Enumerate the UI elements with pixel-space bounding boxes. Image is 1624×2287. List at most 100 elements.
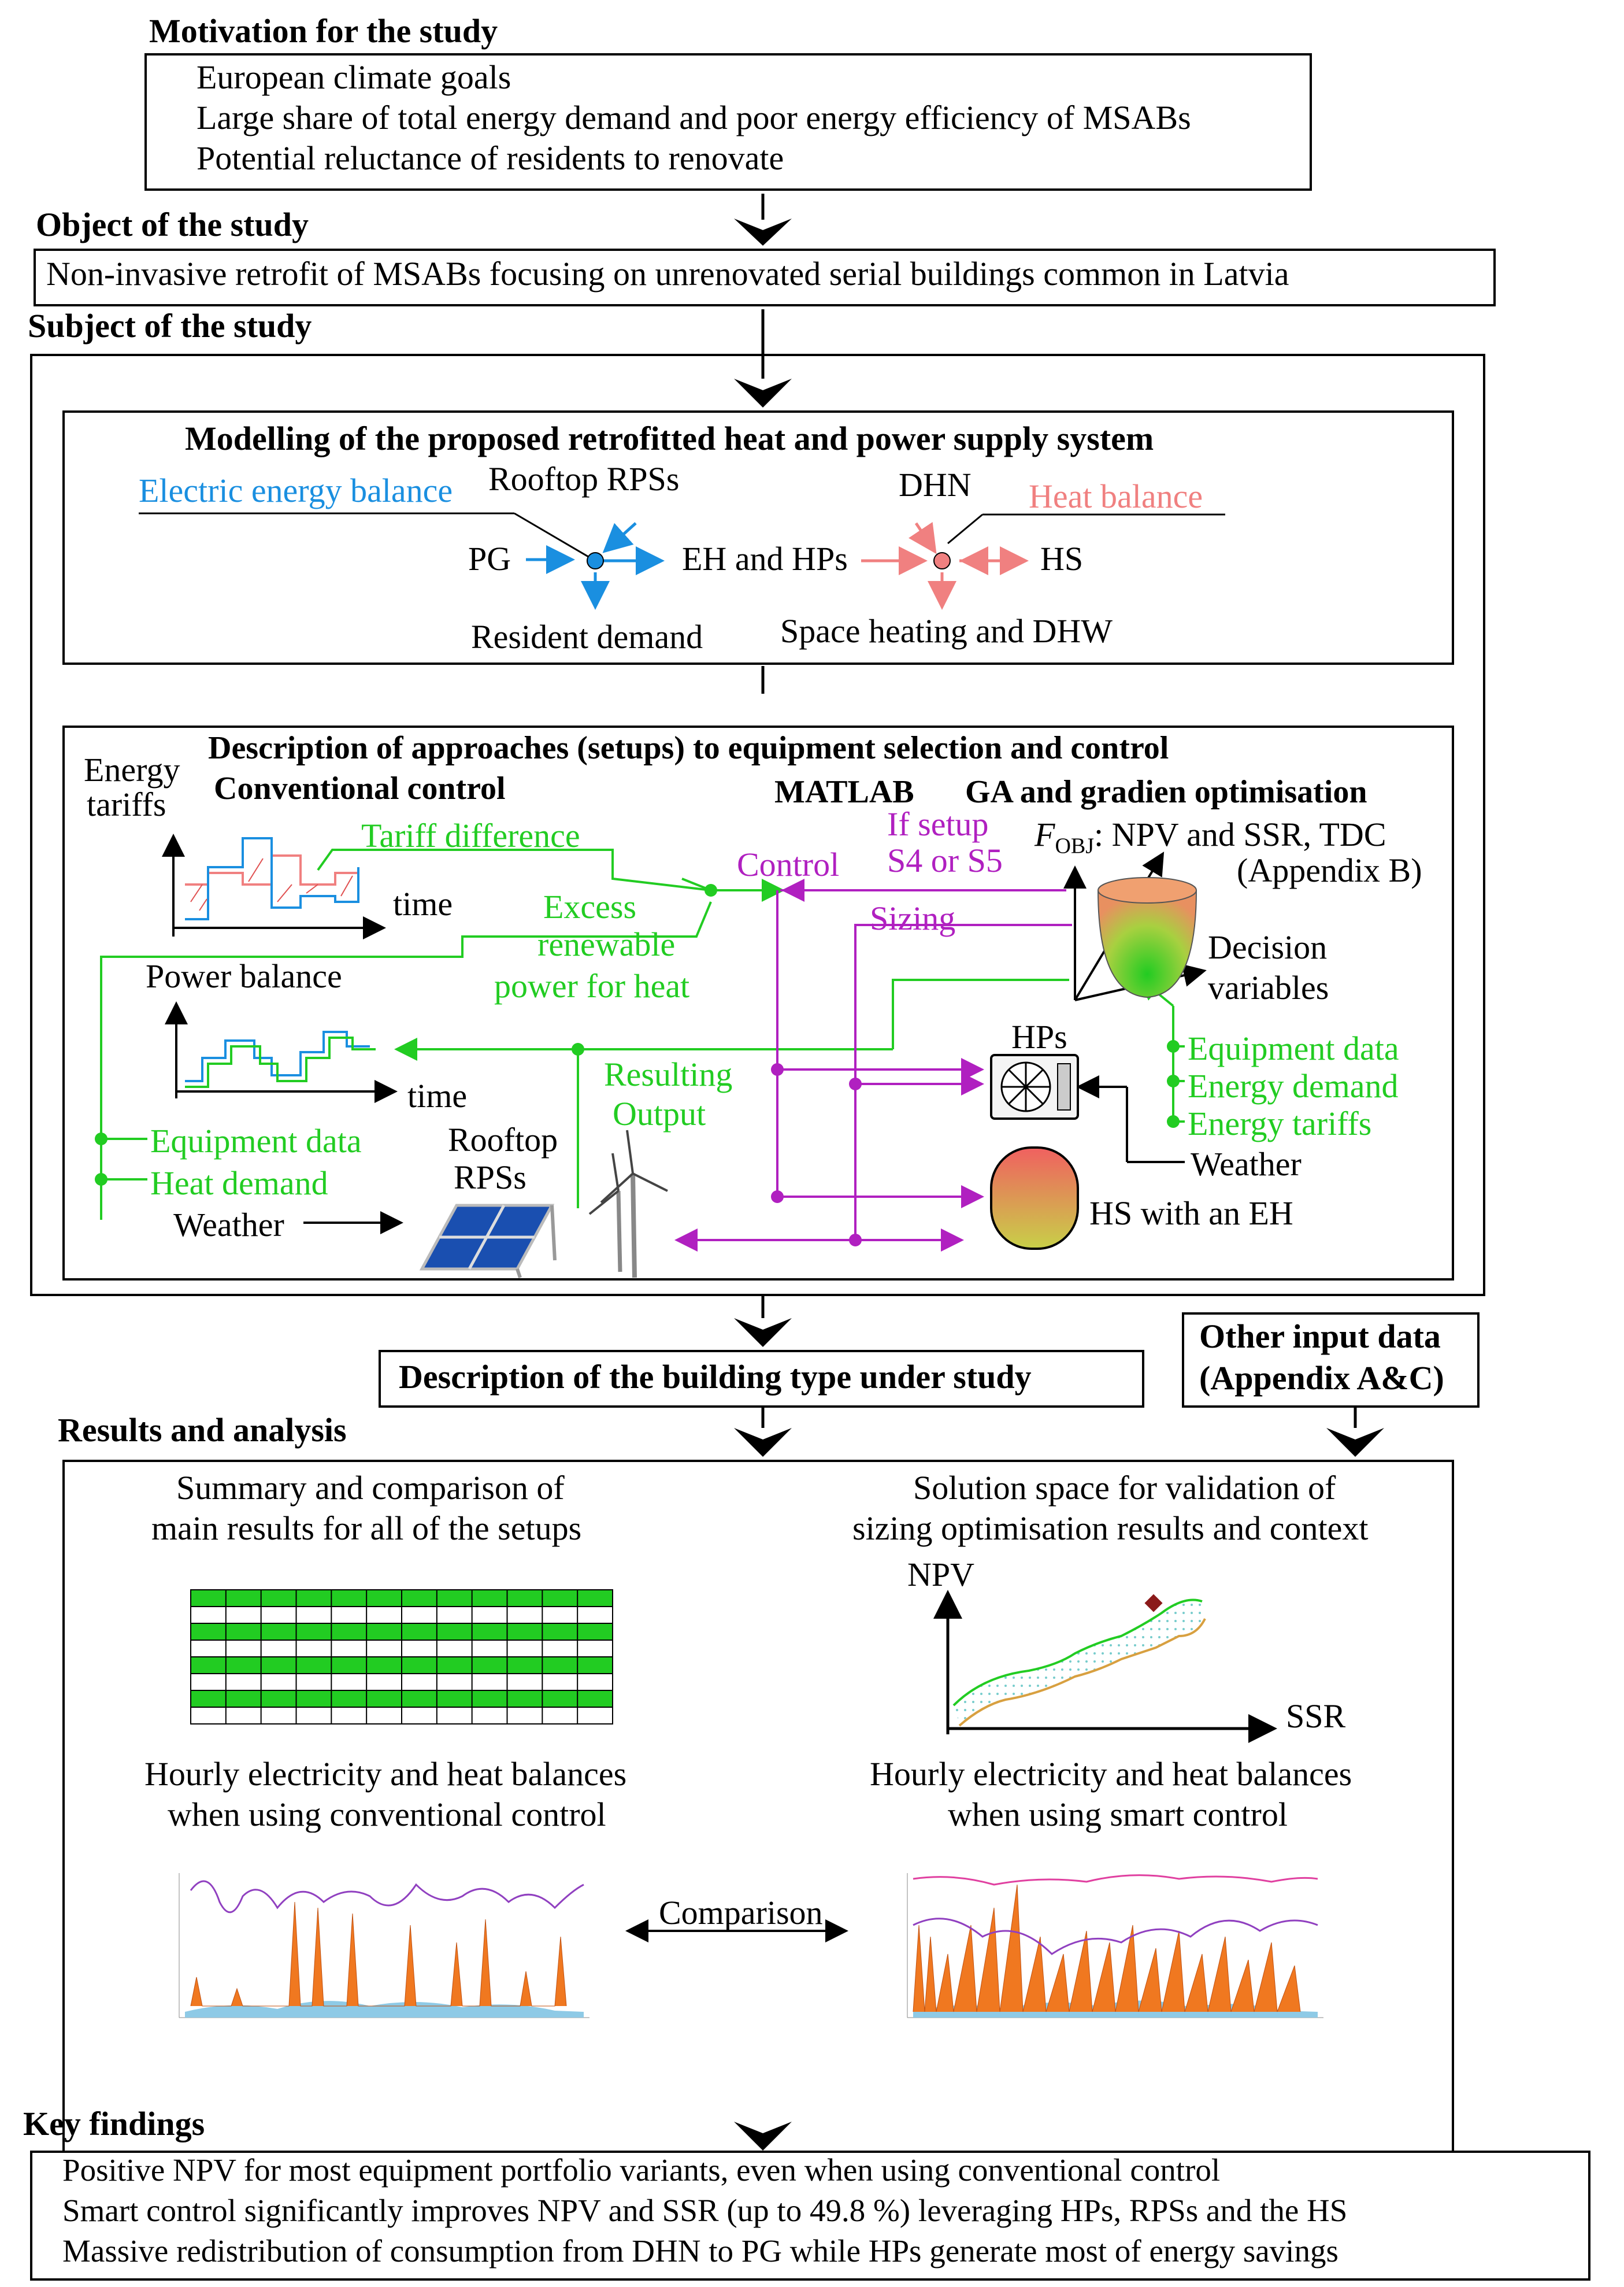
arrow-down-icon [734, 194, 792, 246]
right-weather-label: Weather [1191, 1145, 1302, 1183]
hps-label: HPs [1011, 1018, 1067, 1056]
conventional-chart [150, 1833, 624, 2023]
approaches-box [62, 726, 1454, 1281]
time-label-2: time [407, 1077, 468, 1115]
modelling-diagram [139, 194, 1225, 694]
arrow-down-icon [734, 1408, 792, 1457]
tariff-difference-label: Tariff difference [361, 817, 580, 854]
smart-chart [878, 1833, 1364, 2023]
approaches-diagram [95, 834, 1207, 1278]
key-findings-header: Key findings [23, 2105, 205, 2142]
arrow-key-findings [734, 2122, 792, 2151]
fobj-label: FOBJ: NPV and SSR, TDC [1035, 815, 1386, 859]
hourly-smart-label: Hourly electricity and heat balances [870, 1755, 1352, 1793]
energy-tariffs-label: tariffs [87, 786, 166, 823]
control-label: Control [737, 846, 840, 883]
approaches-title: Description of approaches (setups) to eq… [208, 730, 1169, 766]
hourly-conv-label: when using conventional control [168, 1796, 606, 1833]
fobj-rest: : NPV and SSR, TDC [1094, 816, 1386, 853]
excess-label: renewable [537, 926, 676, 963]
resident-demand-label: Resident demand [471, 618, 703, 656]
resulting-output-label: Output [613, 1095, 706, 1133]
wind-turbine-icon [588, 1130, 668, 1278]
other-input-box [1182, 1312, 1480, 1408]
ssr-label: SSR [1286, 1697, 1346, 1735]
solar-panel-icon [419, 1204, 557, 1278]
electric-node-icon [139, 512, 665, 610]
heat-node-icon [861, 513, 1225, 610]
right-energy-demand-label: Energy demand [1188, 1067, 1399, 1105]
arrow-down-icon [734, 1295, 792, 1347]
rooftop-label: Rooftop [448, 1121, 558, 1159]
matlab-label: MATLAB [774, 774, 914, 810]
time-label: time [393, 885, 453, 923]
hs-eh-label: HS with an EH [1089, 1194, 1293, 1232]
if-setup-label: S4 or S5 [887, 842, 1003, 879]
hourly-smart-label: when using smart control [948, 1796, 1288, 1833]
subject-header: Subject of the study [28, 307, 312, 345]
motivation-header: Motivation for the study [149, 12, 498, 50]
other-input-line1: Other input data [1199, 1318, 1441, 1355]
electric-balance-label: Electric energy balance [139, 472, 453, 509]
object-box [34, 249, 1496, 306]
energy-tariffs-label: Energy [84, 751, 180, 789]
if-setup-label: If setup [887, 805, 989, 843]
tariff-chart [162, 834, 386, 939]
finding-item: Positive NPV for most equipment portfoli… [62, 2152, 1221, 2188]
fobj-f: F [1035, 816, 1055, 853]
finding-item: Smart control significantly improves NPV… [62, 2193, 1348, 2228]
results-header: Results and analysis [58, 1411, 347, 1449]
motivation-item: Large share of total energy demand and p… [196, 99, 1191, 136]
solution-label: Solution space for validation of [913, 1469, 1336, 1507]
space-heating-label: Space heating and DHW [780, 612, 1113, 650]
solution-space-chart [933, 1590, 1277, 1743]
summary-table [190, 1589, 613, 1724]
equipment-data-label: Equipment data [150, 1122, 362, 1160]
decision-label: Decision [1208, 928, 1328, 966]
object-header: Object of the study [36, 206, 309, 243]
building-box [379, 1350, 1144, 1408]
dhn-label: DHN [899, 466, 972, 504]
weather-label: Weather [173, 1206, 284, 1244]
key-findings-box [30, 2151, 1590, 2281]
motivation-item: European climate goals [196, 58, 511, 96]
arrow-down-icon [734, 2122, 792, 2151]
sizing-label: Sizing [870, 900, 956, 937]
building-text: Description of the building type under s… [399, 1358, 1032, 1396]
heat-pump-icon [990, 1054, 1079, 1120]
excess-label: Excess [543, 888, 637, 926]
arrows-mid [734, 1295, 1384, 1457]
resulting-output-label: Resulting [604, 1056, 733, 1093]
motivation-box [144, 53, 1312, 191]
fobj-sub: OBJ [1055, 834, 1095, 858]
heat-balance-label: Heat balance [1029, 478, 1203, 515]
conventional-title: Conventional control [214, 771, 506, 806]
modelling-title: Modelling of the proposed retrofitted he… [185, 420, 1154, 457]
decision-label: variables [1208, 969, 1329, 1006]
eh-hps-label: EH and HPs [682, 540, 848, 578]
object-text: Non-invasive retrofit of MSABs focusing … [46, 255, 1289, 293]
npv-label: NPV [907, 1556, 975, 1593]
power-balance-chart [165, 1001, 398, 1103]
other-input-line2: (Appendix A&C) [1199, 1359, 1444, 1397]
hs-label: HS [1040, 540, 1084, 578]
right-equipment-label: Equipment data [1188, 1030, 1399, 1067]
bowl-surface-icon [1063, 852, 1207, 1001]
rooftop-rps-label: Rooftop RPSs [488, 460, 680, 498]
hourly-conv-label: Hourly electricity and heat balances [144, 1755, 627, 1793]
rooftop-label: RPSs [454, 1159, 526, 1196]
excess-label: power for heat [494, 967, 690, 1005]
ga-label: GA and gradien optimisation [965, 774, 1367, 810]
appendix-b-label: (Appendix B) [1237, 852, 1422, 889]
heat-demand-label: Heat demand [150, 1164, 328, 1202]
summary-label: main results for all of the setups [151, 1509, 582, 1547]
results-graphics [150, 1589, 1364, 2235]
comparison-label: Comparison [659, 1894, 823, 1931]
arrow-down-icon [734, 309, 792, 408]
motivation-item: Potential reluctance of residents to ren… [196, 139, 784, 177]
power-balance-label: Power balance [146, 957, 342, 995]
finding-item: Massive redistribution of consumption fr… [62, 2233, 1338, 2269]
summary-label: Summary and comparison of [176, 1469, 565, 1507]
modelling-box [62, 410, 1454, 665]
right-energy-tariffs-label: Energy tariffs [1188, 1105, 1372, 1142]
